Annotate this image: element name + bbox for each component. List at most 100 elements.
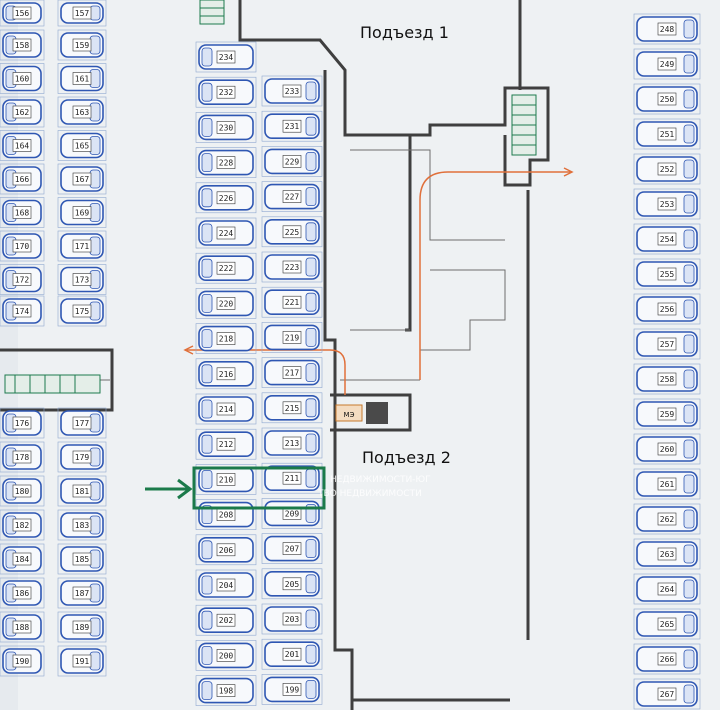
spot-number: 177 bbox=[75, 419, 90, 428]
spot-number-box bbox=[216, 191, 236, 205]
spot-number-box bbox=[657, 22, 677, 36]
parking-bay bbox=[57, 29, 107, 61]
parking-bay bbox=[633, 48, 701, 80]
parking-spot-157: 157 bbox=[57, 0, 107, 27]
parking-bay bbox=[0, 441, 45, 473]
spot-number: 256 bbox=[660, 305, 675, 314]
parking-spot-230: 230 bbox=[195, 112, 257, 143]
spot-number: 165 bbox=[75, 142, 90, 151]
parking-spot-201: 201 bbox=[261, 638, 323, 670]
windshield-icon bbox=[683, 369, 695, 389]
spot-number: 253 bbox=[660, 200, 675, 209]
spot-number: 224 bbox=[219, 229, 234, 238]
parking-spot-223: 223 bbox=[261, 251, 323, 283]
spot-number-box bbox=[12, 172, 32, 186]
spot-number: 208 bbox=[219, 511, 234, 520]
parking-spot-160: 160 bbox=[0, 63, 45, 94]
spot-number-box bbox=[72, 416, 92, 430]
spot-number: 169 bbox=[75, 209, 90, 218]
windshield-icon bbox=[305, 151, 317, 171]
entrance-sign bbox=[335, 404, 363, 422]
spot-number: 251 bbox=[660, 130, 675, 139]
parking-bay bbox=[261, 357, 323, 388]
spot-number: 222 bbox=[219, 264, 234, 273]
spot-number: 213 bbox=[285, 439, 300, 448]
watermark-line-1: НЕДВИЖИМОСТИ-ЮГ bbox=[330, 475, 431, 485]
parking-bay bbox=[261, 638, 323, 670]
spot-number-box bbox=[657, 407, 677, 421]
spot-number-box bbox=[72, 273, 92, 286]
parking-spot-164: 164 bbox=[0, 130, 45, 161]
stairs bbox=[4, 0, 537, 394]
parking-bay bbox=[195, 323, 257, 354]
spot-number: 252 bbox=[660, 165, 675, 174]
green-pointer-arrow bbox=[145, 478, 193, 500]
wall-entrance-1 bbox=[238, 0, 550, 187]
spot-number-box bbox=[216, 156, 236, 169]
parking-bay bbox=[633, 83, 701, 115]
spot-number-box bbox=[72, 38, 92, 52]
spot-number-box bbox=[657, 512, 677, 526]
spot-number: 267 bbox=[660, 690, 675, 699]
spot-number-box bbox=[72, 172, 92, 186]
spot-number: 166 bbox=[15, 175, 30, 184]
windshield-icon bbox=[201, 540, 213, 560]
spot-number-box bbox=[657, 162, 677, 176]
spot-number: 206 bbox=[219, 546, 234, 555]
parking-spot-172: 172 bbox=[0, 264, 45, 295]
spot-number-box bbox=[282, 84, 302, 98]
spot-number-box bbox=[282, 190, 302, 203]
spot-number-box bbox=[282, 119, 302, 133]
windshield-icon bbox=[201, 434, 213, 454]
parking-spot-214: 214 bbox=[195, 393, 257, 425]
spot-number-box bbox=[657, 337, 677, 351]
windshield-icon bbox=[683, 334, 695, 354]
parking-bay bbox=[261, 462, 323, 494]
spot-number-box bbox=[12, 273, 32, 286]
parking-bay bbox=[57, 230, 107, 262]
windshield-icon bbox=[201, 258, 213, 278]
spot-number: 168 bbox=[15, 209, 30, 218]
spot-number: 170 bbox=[15, 242, 30, 251]
watermark-line-2: ТВО НЕДВИЖИМОСТИ bbox=[317, 489, 422, 499]
windshield-icon bbox=[89, 481, 101, 501]
spot-number-box bbox=[216, 437, 236, 451]
parking-bay bbox=[57, 645, 107, 677]
spot-number-box bbox=[657, 127, 677, 141]
spot-number: 214 bbox=[219, 405, 234, 414]
spot-number: 175 bbox=[75, 307, 90, 316]
parking-bay bbox=[195, 675, 257, 706]
spot-number: 183 bbox=[75, 521, 90, 530]
spot-number-box bbox=[72, 552, 92, 566]
entrance-2-label: Подъезд 2 bbox=[362, 448, 451, 467]
spot-number-box bbox=[12, 139, 32, 152]
parking-spot-232: 232 bbox=[195, 76, 257, 108]
spot-number-box bbox=[216, 332, 236, 345]
parking-spot-215: 215 bbox=[261, 392, 323, 424]
windshield-icon bbox=[683, 614, 695, 634]
parking-spot-263: 263 bbox=[633, 538, 701, 570]
spot-number-box bbox=[72, 139, 92, 152]
parking-spot-189: 189 bbox=[57, 611, 107, 643]
parking-bay bbox=[261, 322, 323, 353]
spot-number: 202 bbox=[219, 616, 234, 625]
spot-number-box bbox=[72, 620, 92, 634]
spot-number-box bbox=[12, 586, 32, 600]
spot-number-box bbox=[72, 484, 92, 498]
windshield-icon bbox=[305, 363, 317, 383]
parking-spot-165: 165 bbox=[57, 130, 107, 161]
spot-number: 191 bbox=[75, 657, 90, 666]
parking-bay bbox=[633, 398, 701, 430]
windshield-icon bbox=[305, 644, 317, 664]
parking-bay bbox=[633, 678, 701, 710]
parking-bay bbox=[0, 130, 45, 161]
parking-spot-205: 205 bbox=[261, 568, 323, 600]
spot-number: 174 bbox=[15, 307, 30, 316]
spot-number-box bbox=[282, 225, 302, 239]
windshield-icon bbox=[201, 293, 213, 313]
parking-bay bbox=[57, 163, 107, 195]
parking-bay bbox=[57, 63, 107, 94]
spot-number-box bbox=[657, 442, 677, 456]
windshield-icon bbox=[683, 159, 695, 179]
